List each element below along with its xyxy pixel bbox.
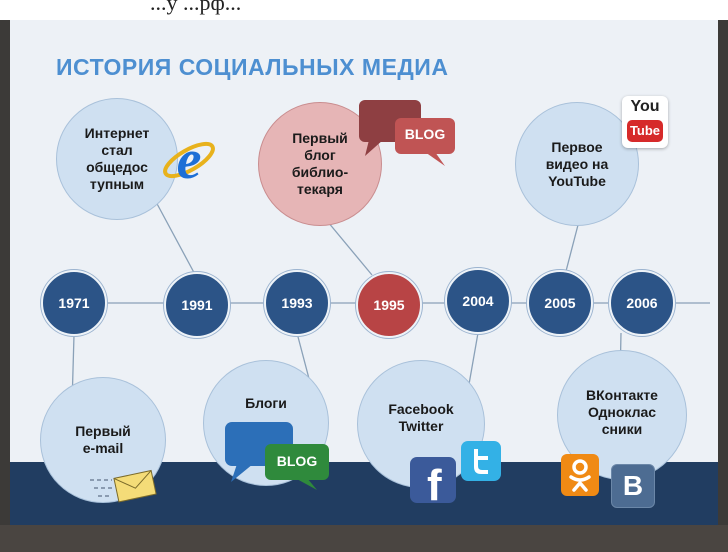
year-1991: 1991 (164, 272, 230, 338)
header-cutoff-text: ...у ...рф... (150, 0, 242, 15)
blog-speech-icon-top: BLOG (355, 98, 460, 168)
youtube-icon: You Tube (622, 96, 668, 148)
slide: ИСТОРИЯ СОЦИАЛЬНЫХ МЕДИА Интернет стал о… (10, 20, 718, 525)
twitter-icon (461, 441, 501, 481)
facebook-icon: f (410, 457, 456, 503)
internet-explorer-icon: e (163, 129, 215, 188)
connector-internet (154, 199, 199, 281)
blog-label-top: BLOG (404, 126, 446, 142)
year-2005: 2005 (527, 270, 593, 336)
event-internet: Интернет стал общедос тупным (56, 98, 178, 220)
connector-facebook (467, 332, 479, 391)
year-2006: 2006 (609, 270, 675, 336)
year-1995: 1995 (356, 272, 422, 338)
svg-text:e: e (177, 129, 202, 188)
background-texture (0, 525, 728, 552)
year-2004: 2004 (445, 268, 511, 334)
year-1971: 1971 (41, 270, 107, 336)
slide-title: ИСТОРИЯ СОЦИАЛЬНЫХ МЕДИА (56, 54, 449, 80)
event-youtube-video: Первое видео на YouTube (515, 102, 639, 226)
year-1993: 1993 (264, 270, 330, 336)
header-strip: ...у ...рф... (0, 0, 728, 20)
odnoklassniki-icon (561, 454, 599, 496)
blog-speech-icon-bottom: BLOG (223, 420, 333, 492)
envelope-icon (90, 469, 157, 503)
connector-youtube (564, 224, 579, 276)
blog-label-bottom: BLOG (276, 453, 318, 469)
vk-icon: B (611, 464, 655, 508)
